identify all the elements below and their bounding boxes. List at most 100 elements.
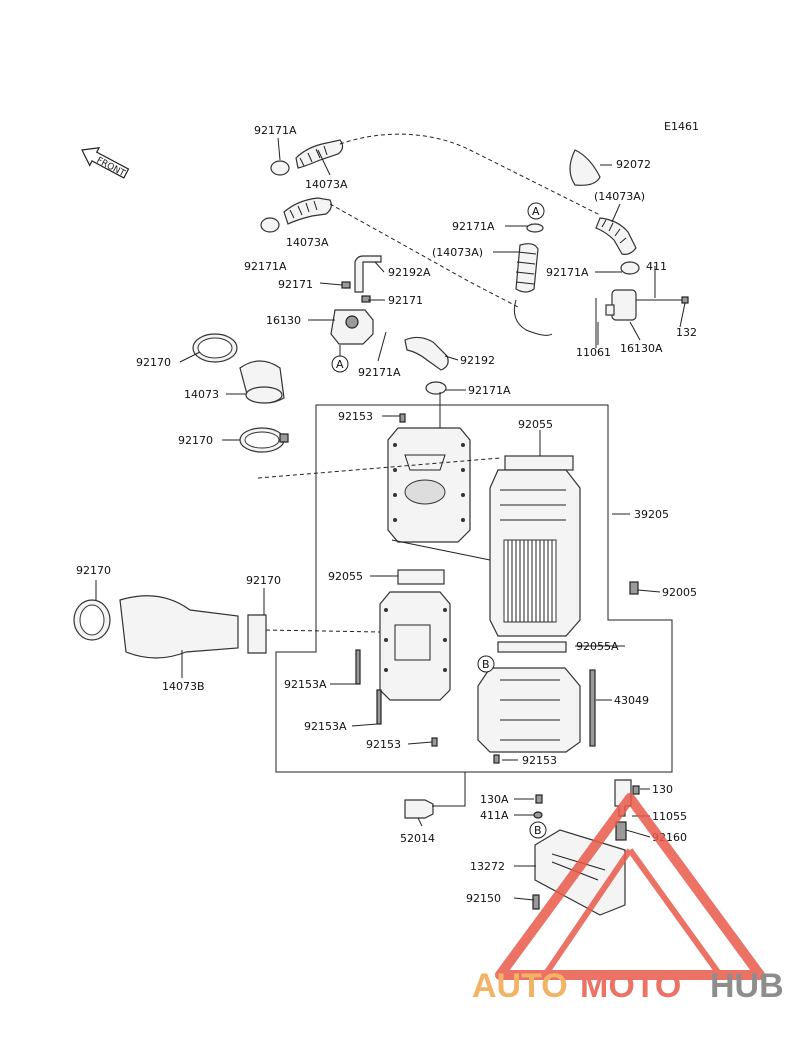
gasket-92055A: [497, 641, 567, 653]
label-92153A-b: 92153A: [304, 720, 347, 733]
label-16130A: 16130A: [620, 342, 663, 355]
label-16130: 16130: [266, 314, 301, 327]
label-132: 132: [676, 326, 697, 339]
clamp-92072: [569, 149, 601, 186]
upper-tank: [387, 427, 471, 543]
label-92005: 92005: [662, 586, 697, 599]
label-14073B: 14073B: [162, 680, 205, 693]
gasket-92055-mid: [397, 569, 445, 585]
hose-92192: [404, 336, 449, 371]
label-92171A-a: 92171A: [254, 124, 297, 137]
intercooler-core: [489, 469, 581, 637]
label-11061: 11061: [576, 346, 611, 359]
boot-14073: [239, 360, 285, 404]
hose-92192A: [354, 255, 382, 293]
label-411: 411: [646, 260, 667, 273]
label-92153A-a: 92153A: [284, 678, 327, 691]
label-92171-b: 92171: [388, 294, 423, 307]
watermark-logo: AUTO MOTO HUB: [472, 793, 784, 1005]
label-14073A-p1: (14073A): [594, 190, 645, 203]
label-130A: 130A: [480, 793, 509, 806]
hose-14073A-middle: [513, 223, 553, 336]
clamp-92170-left: [73, 599, 111, 641]
fitting-92005: [629, 581, 639, 595]
lower-tank: [379, 591, 451, 701]
label-92171A-f: 92171A: [546, 266, 589, 279]
label-43049: 43049: [614, 694, 649, 707]
hose-14073A-lower: [260, 197, 332, 233]
label-92153-c: 92153: [522, 754, 557, 767]
watermark-auto: AUTO: [472, 967, 568, 1005]
part-labels: 92171A 14073A 14073A 92171A 92072 (14073…: [76, 124, 697, 905]
label-92170-d: 92170: [246, 574, 281, 587]
label-11055: 11055: [652, 810, 687, 823]
watermark-triangle-icon: [495, 793, 765, 980]
gasket-92055-top: [504, 455, 574, 471]
label-92055A: 92055A: [576, 640, 619, 653]
svg-text:B: B: [482, 658, 490, 671]
bolt-92150: [532, 894, 540, 910]
clamp-92171-b: [361, 295, 371, 303]
bolt-130: [632, 785, 640, 795]
label-14073A-b: 14073A: [286, 236, 329, 249]
label-52014: 52014: [400, 832, 435, 845]
washer-411A: [533, 811, 543, 819]
bolt-130A: [535, 794, 543, 804]
label-39205: 39205: [634, 508, 669, 521]
label-92170-a: 92170: [136, 356, 171, 369]
ref-circle-A-top: A: [527, 202, 545, 220]
label-92171A-b: 92171A: [244, 260, 287, 273]
diagram-code: E1461: [664, 120, 699, 133]
label-92170-b: 92170: [178, 434, 213, 447]
clamp-92170-mid: [239, 427, 289, 453]
lower-cover: [477, 667, 581, 753]
front-arrow-icon: FRONT: [81, 146, 130, 179]
bolt-92153A-a: [355, 649, 361, 685]
fitting-52014: [404, 799, 434, 819]
label-14073A-a: 14073A: [305, 178, 348, 191]
label-92171A-d: 92171A: [358, 366, 401, 379]
svg-text:B: B: [534, 824, 542, 837]
bolt-92153-a: [399, 413, 406, 423]
label-92171A-c: 92171A: [452, 220, 495, 233]
label-92150: 92150: [466, 892, 501, 905]
hose-14073A-right: [595, 217, 640, 275]
label-13272: 13272: [470, 860, 505, 873]
hose-14073A-upper: [270, 139, 344, 176]
ref-circle-B-top: B: [477, 655, 495, 673]
label-130: 130: [652, 783, 673, 796]
intercooler-assembly-frame: [275, 404, 673, 773]
label-92153-a: 92153: [338, 410, 373, 423]
watermark-hub: HUB: [710, 967, 784, 1005]
label-92072: 92072: [616, 158, 651, 171]
svg-text:A: A: [336, 358, 344, 371]
clamp-92170-top: [192, 333, 238, 363]
svg-text:A: A: [532, 205, 540, 218]
clamp-92171-a: [341, 281, 351, 289]
watermark-triangle-inner-icon: [542, 848, 723, 977]
valve-16130: [330, 309, 374, 357]
label-92055-a: 92055: [518, 418, 553, 431]
label-92171A-e: 92171A: [468, 384, 511, 397]
bolt-92153A-b: [376, 689, 382, 725]
bolt-92153-b: [431, 737, 438, 747]
rod-43049: [589, 669, 596, 747]
label-14073: 14073: [184, 388, 219, 401]
label-14073A-p2: (14073A): [432, 246, 483, 259]
valve-16130A: [605, 289, 689, 321]
spacer-92160: [615, 821, 627, 841]
clamp-92171A-e: [425, 381, 447, 395]
label-92192: 92192: [460, 354, 495, 367]
watermark-moto: MOTO: [580, 967, 681, 1005]
ref-circle-A-bottom: A: [331, 355, 349, 373]
label-92192A: 92192A: [388, 266, 431, 279]
ref-circle-B-bottom: B: [529, 821, 547, 839]
hose-14073B: [119, 595, 267, 659]
label-92055-b: 92055: [328, 570, 363, 583]
label-92153-b: 92153: [366, 738, 401, 751]
leader-lines: [95, 137, 686, 901]
label-92171-a: 92171: [278, 278, 313, 291]
label-411A: 411A: [480, 809, 509, 822]
label-92170-c: 92170: [76, 564, 111, 577]
